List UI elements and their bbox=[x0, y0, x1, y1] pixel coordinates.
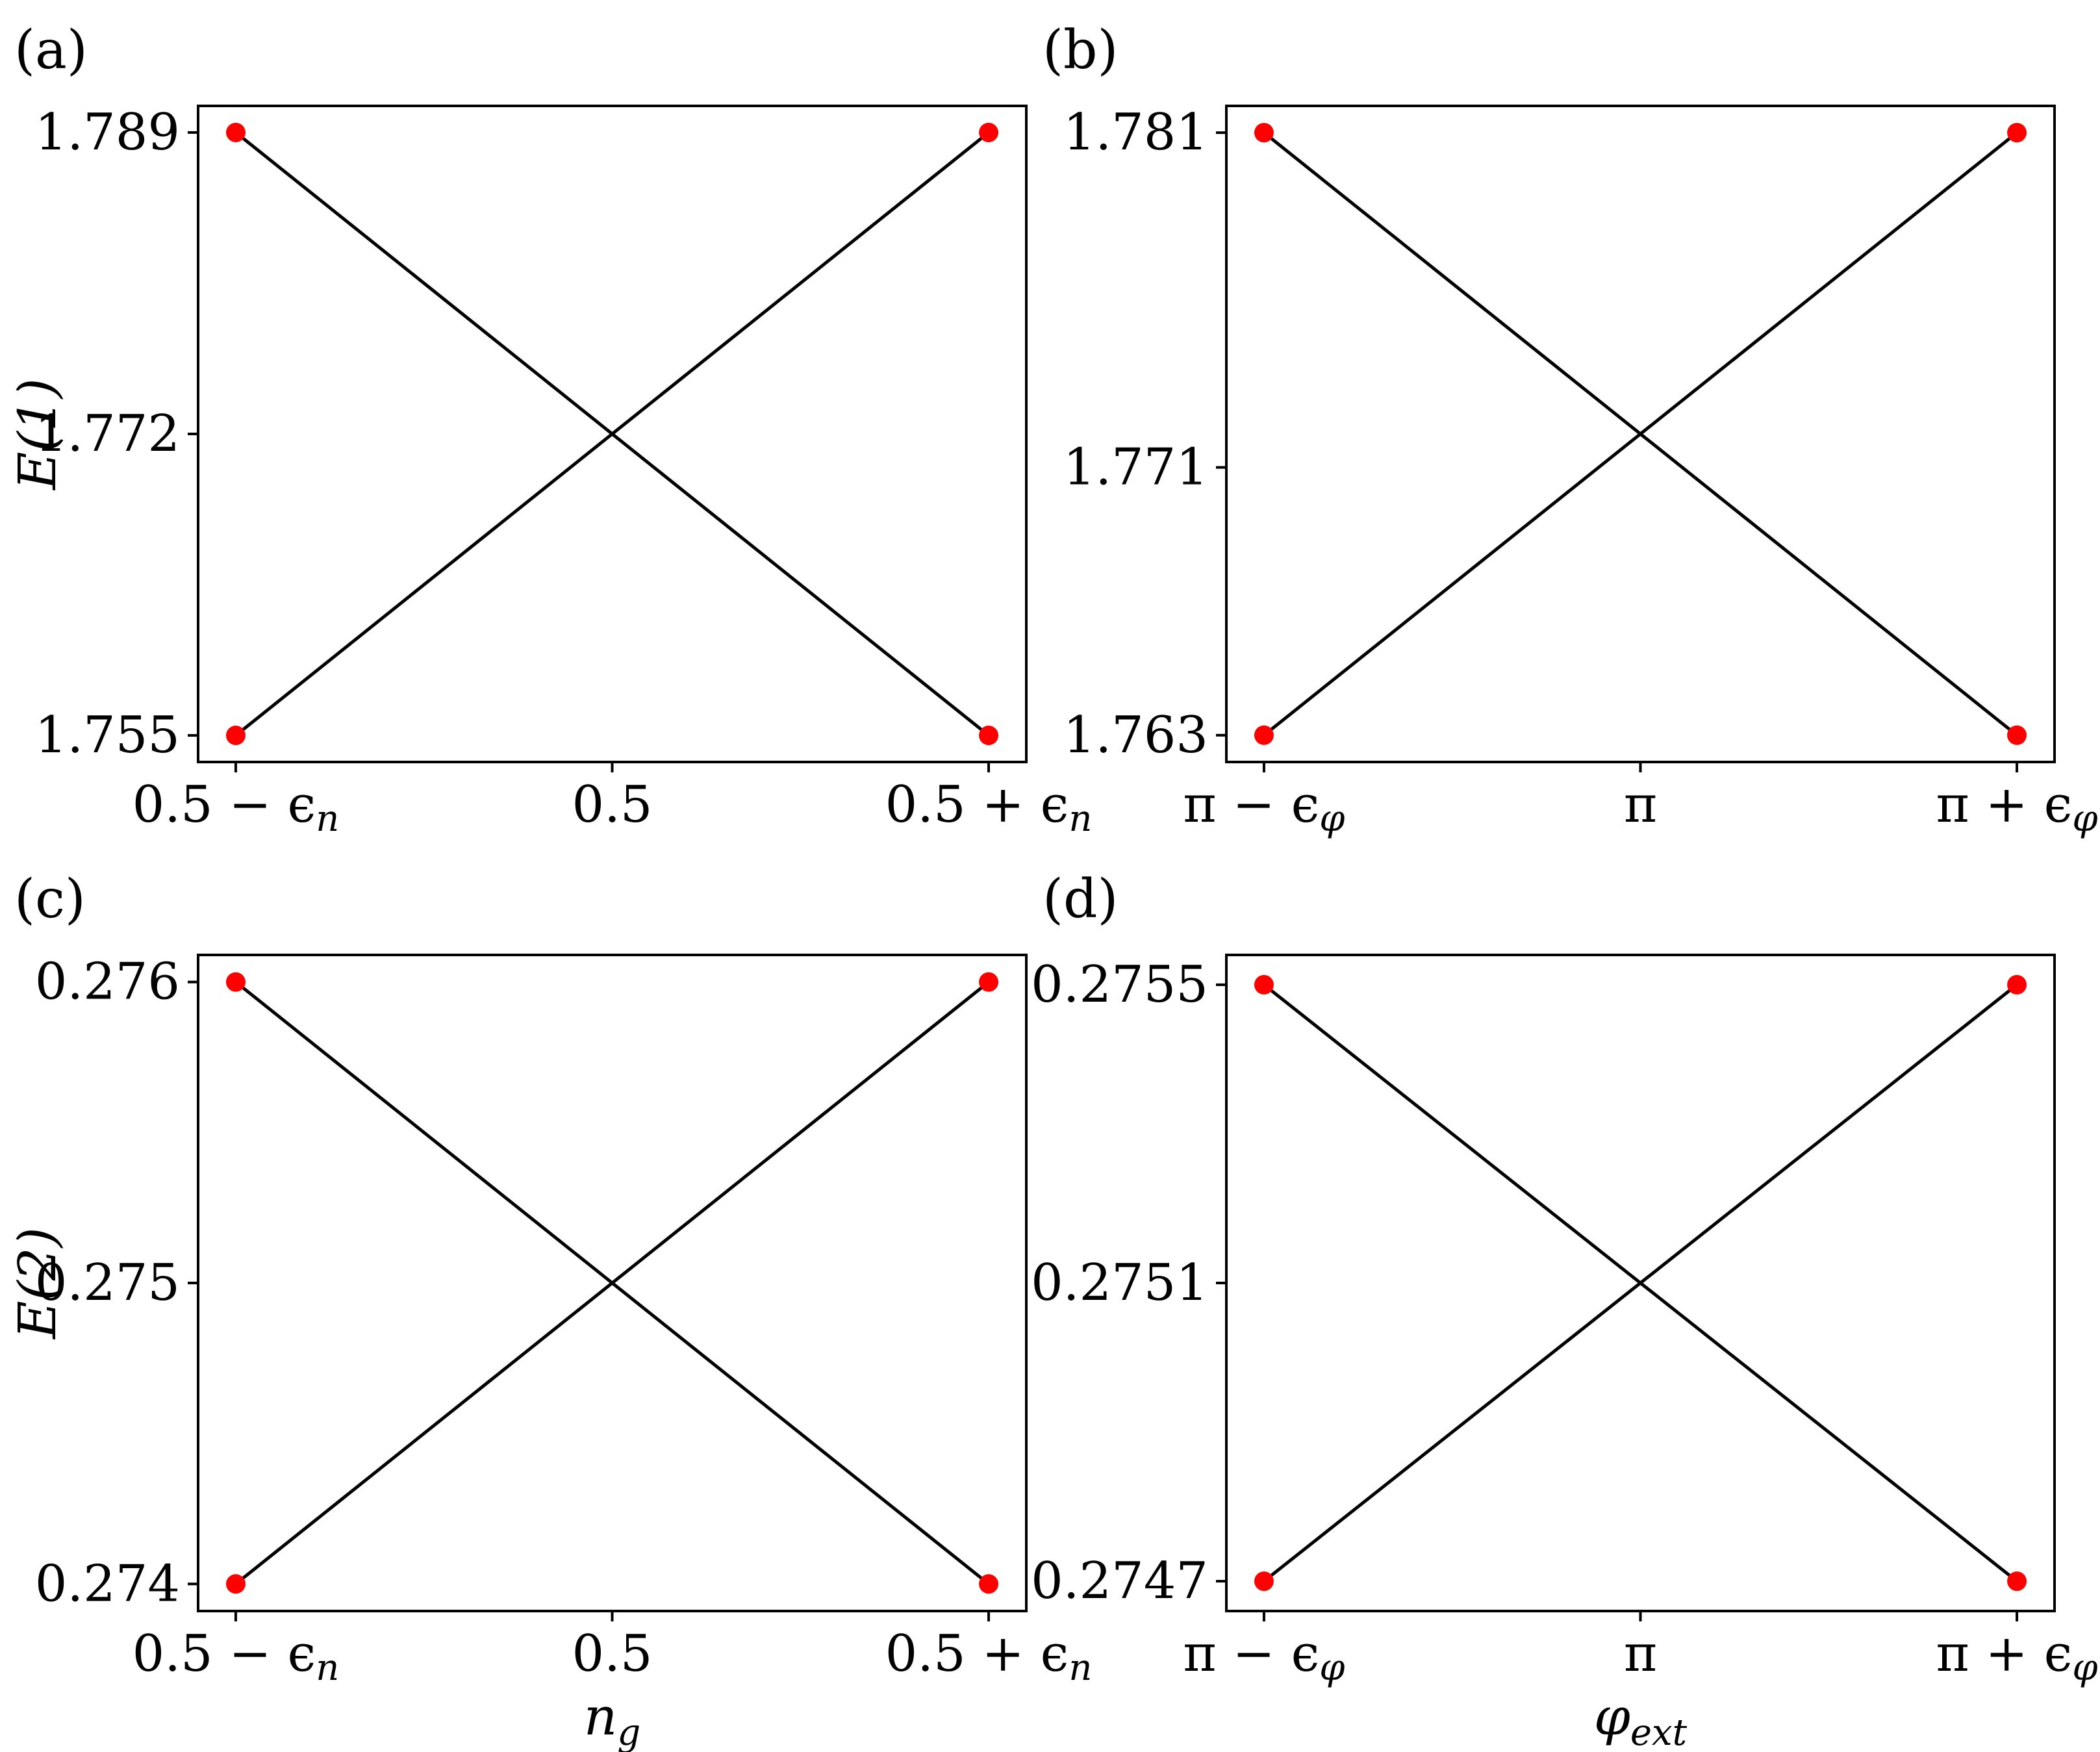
data-point-s2-p2 bbox=[2007, 123, 2027, 143]
data-point-s1-p1 bbox=[1254, 974, 1274, 995]
data-point-s2-p1 bbox=[1254, 1571, 1274, 1592]
data-point-s2-p1 bbox=[225, 726, 246, 746]
panel-d: (d) 0.2755 0.2751 0.2747 π − ϵφ π π + ϵφ φext bbox=[1031, 869, 2098, 1752]
y-tick-label: 0.2747 bbox=[1031, 1552, 1208, 1610]
y-tick-label: 1.755 bbox=[35, 706, 180, 765]
x-tick-label: π − ϵφ bbox=[1183, 776, 1345, 840]
data-point-s1-p1 bbox=[225, 122, 246, 142]
y-tick-label: 0.2755 bbox=[1031, 956, 1208, 1014]
x-tick-label: π bbox=[1624, 1625, 1657, 1683]
x-tick-label: π bbox=[1624, 776, 1657, 834]
y-axis-label: E(1) bbox=[7, 378, 68, 491]
y-axis-label: E(2) bbox=[7, 1227, 68, 1340]
y-tick-label: 0.2751 bbox=[1031, 1254, 1208, 1312]
x-tick-label: π + ϵφ bbox=[1936, 1625, 2097, 1689]
x-tick-label: 0.5 + ϵn bbox=[885, 776, 1093, 840]
y-tick-label: 1.772 bbox=[35, 405, 180, 463]
y-tick-label: 1.763 bbox=[1063, 706, 1208, 765]
data-point-s2-p1 bbox=[1254, 725, 1274, 745]
y-tick-label: 0.274 bbox=[35, 1555, 180, 1613]
series-line-2 bbox=[234, 131, 990, 737]
x-tick-label: 0.5 − ϵn bbox=[133, 776, 340, 840]
data-point-s1-p1 bbox=[225, 972, 246, 992]
series-line-2 bbox=[1263, 983, 2018, 1583]
data-point-s2-p2 bbox=[979, 972, 999, 992]
data-point-s1-p2 bbox=[979, 726, 999, 746]
y-tick-label: 1.771 bbox=[1063, 438, 1208, 497]
x-axis-label: ng bbox=[584, 1686, 640, 1752]
panel-label: (b) bbox=[1043, 19, 1118, 81]
x-tick-label: 0.5 bbox=[572, 1625, 652, 1683]
data-point-s1-p2 bbox=[2007, 1571, 2027, 1592]
series-line-2 bbox=[1263, 131, 2018, 737]
panel-b: (b) 1.781 1.771 1.763 π − ϵφ π π + ϵφ bbox=[1043, 19, 2098, 840]
data-point-s2-p2 bbox=[2007, 974, 2027, 995]
data-point-s2-p2 bbox=[979, 122, 999, 142]
panel-label: (d) bbox=[1043, 869, 1118, 930]
x-tick-label: π + ϵφ bbox=[1936, 776, 2097, 840]
panel-a: (a) 1.789 1.772 1.755 0.5 − ϵn 0.5 0.5 + ϵn E(1… bbox=[7, 19, 1092, 840]
x-tick-label: π − ϵφ bbox=[1183, 1625, 1345, 1689]
x-tick-label: 0.5 − ϵn bbox=[133, 1625, 340, 1689]
data-point-s1-p2 bbox=[2007, 725, 2027, 745]
series-line-2 bbox=[234, 980, 990, 1586]
y-tick-label: 0.275 bbox=[35, 1254, 180, 1312]
y-tick-label: 1.789 bbox=[35, 103, 180, 162]
y-tick-label: 1.781 bbox=[1063, 103, 1208, 162]
x-tick-label: 0.5 bbox=[572, 776, 652, 834]
y-tick-label: 0.276 bbox=[35, 953, 180, 1011]
panel-c: (c) 0.276 0.275 0.274 0.5 − ϵn 0.5 0.5 + ϵn ng E… bbox=[7, 869, 1092, 1752]
x-tick-label: 0.5 + ϵn bbox=[885, 1625, 1093, 1689]
panel-label: (a) bbox=[14, 19, 88, 81]
data-point-s1-p2 bbox=[979, 1574, 999, 1594]
panel-label: (c) bbox=[14, 869, 86, 930]
data-point-s1-p1 bbox=[1254, 123, 1274, 143]
x-axis-label: φext bbox=[1594, 1686, 1688, 1752]
data-point-s2-p1 bbox=[225, 1574, 246, 1594]
